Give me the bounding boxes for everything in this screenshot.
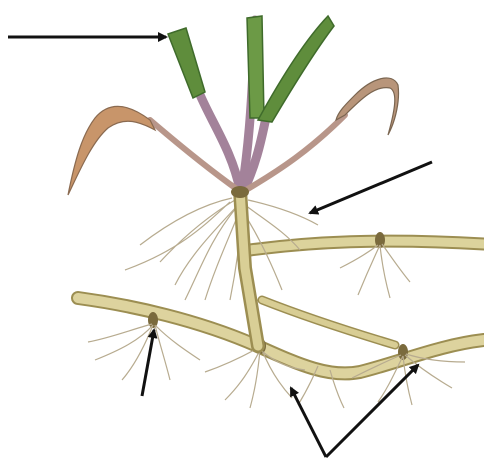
rhizome-upper bbox=[250, 241, 484, 250]
rhizome-arrow-bottom-left bbox=[291, 388, 326, 457]
rhizome-branch bbox=[262, 300, 395, 345]
rhizome-arrow-left bbox=[142, 330, 154, 396]
crown-node bbox=[231, 186, 249, 198]
root-arrow bbox=[310, 162, 432, 213]
green-leaves bbox=[168, 16, 334, 122]
main-stem bbox=[240, 190, 258, 346]
